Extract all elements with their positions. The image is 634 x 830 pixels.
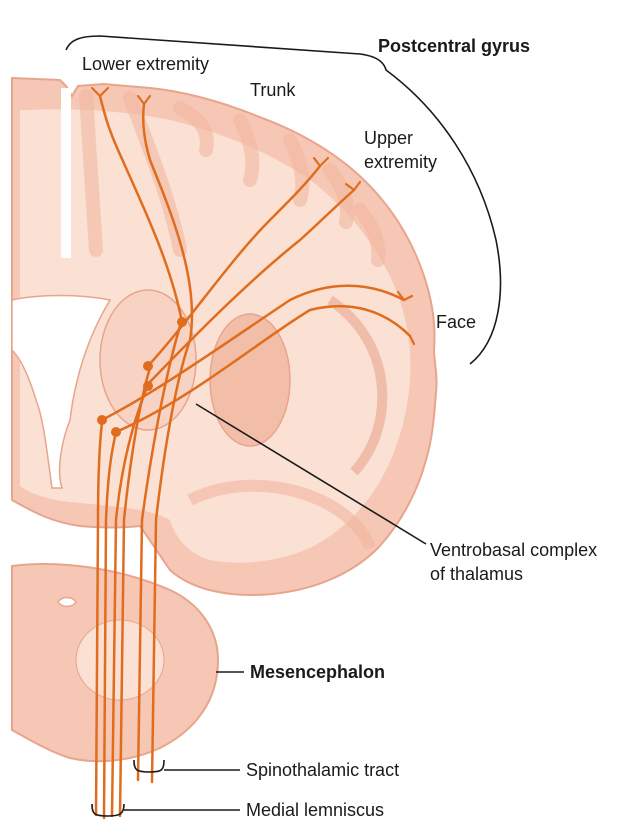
labels: Postcentral gyrus Lower extremity Trunk … [82, 36, 597, 820]
projection-lower-extremity-1 [98, 94, 184, 324]
label-lower-extremity: Lower extremity [82, 54, 209, 74]
insula-fold [327, 295, 388, 476]
synapse-dot [111, 427, 121, 437]
postcentral-gyrus-bracket [65, 35, 502, 365]
projection-upper-extremity-2 [144, 188, 356, 388]
label-ventrobasal-line2: of thalamus [430, 564, 523, 584]
synapse-markers [97, 317, 187, 437]
temporal-lobe-fold [187, 479, 376, 551]
lateral-ventricle [11, 294, 112, 489]
label-postcentral-gyrus: Postcentral gyrus [378, 36, 530, 56]
terminal-fork [344, 180, 362, 192]
tract-fiber-6 [150, 338, 192, 784]
lentiform-nucleus [209, 313, 291, 447]
projection-lower-extremity-2 [142, 102, 194, 342]
ventrobasal-leader [195, 403, 427, 545]
terminal-fork [312, 156, 330, 168]
spinothalamic-bracket [133, 759, 240, 773]
tract-fiber-1 [94, 420, 104, 817]
label-ventrobasal-line1: Ventrobasal complex [430, 540, 597, 560]
label-face: Face [436, 312, 476, 332]
thalamus-nucleus [99, 289, 197, 431]
terminal-fork [396, 290, 414, 302]
synapse-dot [143, 381, 153, 391]
medial-lemniscus-bracket [91, 803, 240, 817]
sensory-tracts [94, 94, 412, 820]
label-mesencephalon: Mesencephalon [250, 662, 385, 682]
label-spinothalamic-tract: Spinothalamic tract [246, 760, 399, 780]
terminal-fork [402, 328, 416, 346]
tract-fiber-5 [136, 324, 182, 782]
synapse-dot [177, 317, 187, 327]
synapse-dot [143, 361, 153, 371]
synapse-dot [97, 415, 107, 425]
label-trunk: Trunk [250, 80, 296, 100]
leader-lines [65, 35, 502, 817]
projection-upper-extremity-1 [146, 164, 322, 368]
cerebral-aqueduct [57, 596, 77, 608]
cortex-ribbon-top [79, 89, 386, 267]
terminal-fork [136, 94, 152, 106]
projection-face-1 [100, 284, 406, 422]
projection-face-2 [114, 304, 412, 434]
cortical-terminals [90, 86, 416, 346]
tract-fiber-2 [102, 430, 118, 820]
label-upper-extremity-line2: extremity [364, 152, 437, 172]
midbrain-nucleus [75, 619, 165, 701]
label-upper-extremity-line1: Upper [364, 128, 413, 148]
label-medial-lemniscus: Medial lemniscus [246, 800, 384, 820]
terminal-fork [90, 86, 110, 98]
white-matter [20, 109, 411, 563]
coronal-brain-section [11, 76, 438, 596]
